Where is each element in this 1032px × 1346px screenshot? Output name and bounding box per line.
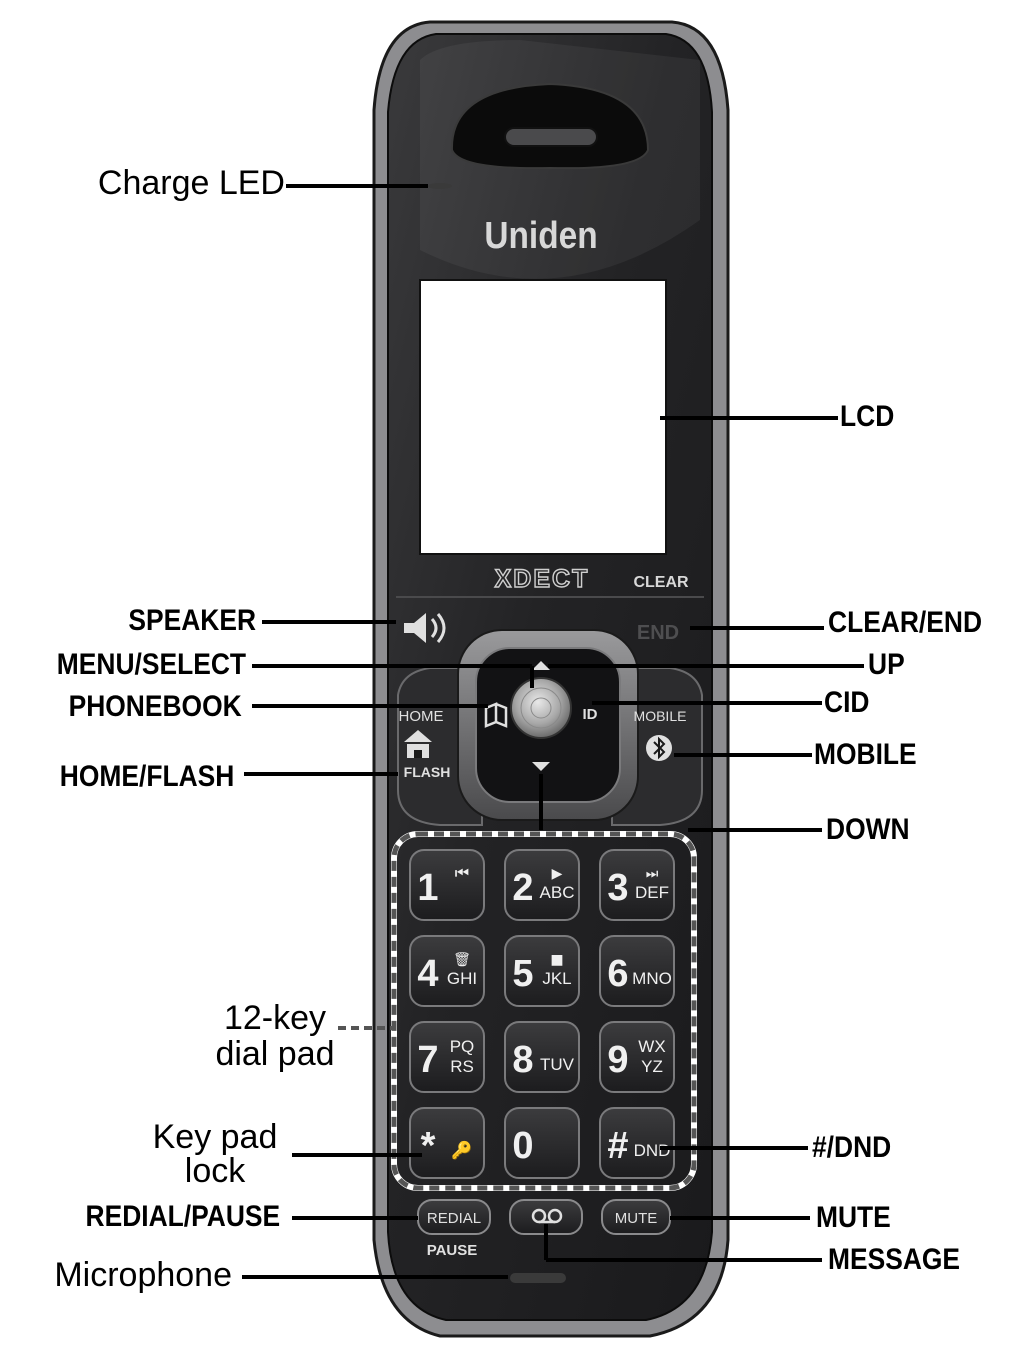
label-cid: CID	[824, 686, 870, 719]
key-5[interactable]: 5 ■JKL	[504, 935, 580, 1007]
charge-led	[428, 183, 452, 189]
key-letters: ABC	[540, 883, 575, 902]
label-phonebook: PHONEBOOK	[68, 690, 242, 723]
key-digit: 5	[512, 953, 533, 995]
label-keypad-lock-line2: lock	[184, 1152, 246, 1190]
label-home-flash: HOME/FLASH	[59, 760, 234, 793]
key-0[interactable]: 0	[504, 1107, 580, 1179]
microphone	[510, 1273, 566, 1283]
phonebook-icon	[484, 702, 508, 728]
key-digit: 2	[512, 867, 533, 909]
key-2[interactable]: 2 ▶ABC	[504, 849, 580, 921]
clear-key-label: CLEAR	[633, 574, 689, 591]
label-charge-led: Charge LED	[97, 164, 285, 202]
key-3[interactable]: 3 ⏭DEF	[599, 849, 675, 921]
label-message: MESSAGE	[828, 1243, 961, 1276]
lcd-screen	[419, 279, 667, 555]
key-digit: #	[607, 1125, 628, 1167]
product-logo: XDECT	[495, 565, 590, 593]
label-lcd: LCD	[840, 400, 895, 433]
label-keypad-lock-line1: Key pad	[152, 1118, 278, 1156]
label-keypad-lock: Key pad lock	[138, 1120, 292, 1188]
up-arrow-icon	[532, 661, 550, 670]
key-letters: PQ	[450, 1037, 475, 1056]
key-letters: WX	[638, 1037, 665, 1056]
key-digit: 3	[607, 867, 628, 909]
label-dial-pad-line1: 12-key	[223, 999, 327, 1037]
label-menu-select: MENU/SELECT	[56, 648, 246, 681]
key-hash[interactable]: # DND	[599, 1107, 675, 1179]
key-symbol: 🗑	[453, 952, 471, 968]
key-letters: DND	[634, 1141, 671, 1160]
redial-key-label: REDIAL	[427, 1210, 481, 1227]
key-digit: 9	[607, 1039, 628, 1081]
key-digit: 8	[512, 1039, 533, 1081]
key-letters: ⏮	[455, 865, 469, 882]
key-letters-2: RS	[450, 1057, 474, 1076]
key-8[interactable]: 8 TUV	[504, 1021, 580, 1093]
bluetooth-icon	[646, 735, 672, 761]
leader-lines	[242, 184, 864, 1279]
key-letters: MNO	[632, 969, 672, 988]
label-dial-pad-line2: dial pad	[215, 1035, 335, 1073]
label-speaker: SPEAKER	[128, 604, 256, 637]
key-letters: 🔑	[451, 1140, 472, 1161]
key-letters: DEF	[635, 883, 669, 902]
key-symbol: ⏭	[646, 866, 659, 882]
key-letters-2: YZ	[641, 1057, 663, 1076]
key-digit: 0	[512, 1125, 533, 1167]
earpiece-slot	[504, 127, 598, 147]
home-icon	[404, 730, 432, 758]
key-letters: GHI	[447, 969, 477, 988]
label-mute: MUTE	[816, 1201, 891, 1234]
label-clear-end: CLEAR/END	[828, 606, 983, 639]
label-hash-dnd: #/DND	[812, 1131, 892, 1164]
mute-key-label: MUTE	[615, 1210, 658, 1227]
pause-key-label: PAUSE	[427, 1242, 478, 1259]
key-4[interactable]: 4 🗑GHI	[409, 935, 485, 1007]
label-dial-pad: 12-key dial pad	[204, 1000, 346, 1072]
label-down: DOWN	[826, 813, 910, 846]
key-digit: *	[421, 1125, 436, 1167]
cid-key-label: ID	[583, 706, 598, 723]
speaker-icon	[404, 613, 446, 643]
key-digit: 6	[607, 953, 628, 995]
flash-key-label: FLASH	[404, 764, 451, 780]
mobile-key-label: MOBILE	[634, 708, 687, 724]
label-up: UP	[868, 648, 905, 681]
key-digit: 4	[417, 953, 438, 995]
down-arrow-icon	[532, 762, 550, 771]
voicemail-icon	[531, 1208, 563, 1224]
key-star[interactable]: *🔑	[409, 1107, 485, 1179]
key-1[interactable]: 1⏮	[409, 849, 485, 921]
label-microphone: Microphone	[54, 1256, 232, 1294]
key-letters: TUV	[540, 1055, 575, 1074]
label-redial-pause: REDIAL/PAUSE	[85, 1200, 280, 1233]
brand-logo: Uniden	[484, 214, 597, 256]
earpiece	[450, 82, 650, 170]
key-letters: JKL	[542, 969, 571, 988]
key-digit: 7	[417, 1039, 438, 1081]
key-symbol: ■	[550, 952, 563, 968]
key-digit: 1	[417, 867, 438, 909]
navigation-dial-icon	[510, 677, 572, 739]
home-key-label: HOME	[399, 708, 444, 725]
key-symbol: ▶	[552, 866, 563, 882]
label-mobile: MOBILE	[814, 738, 917, 771]
end-key-label: END	[637, 622, 679, 644]
